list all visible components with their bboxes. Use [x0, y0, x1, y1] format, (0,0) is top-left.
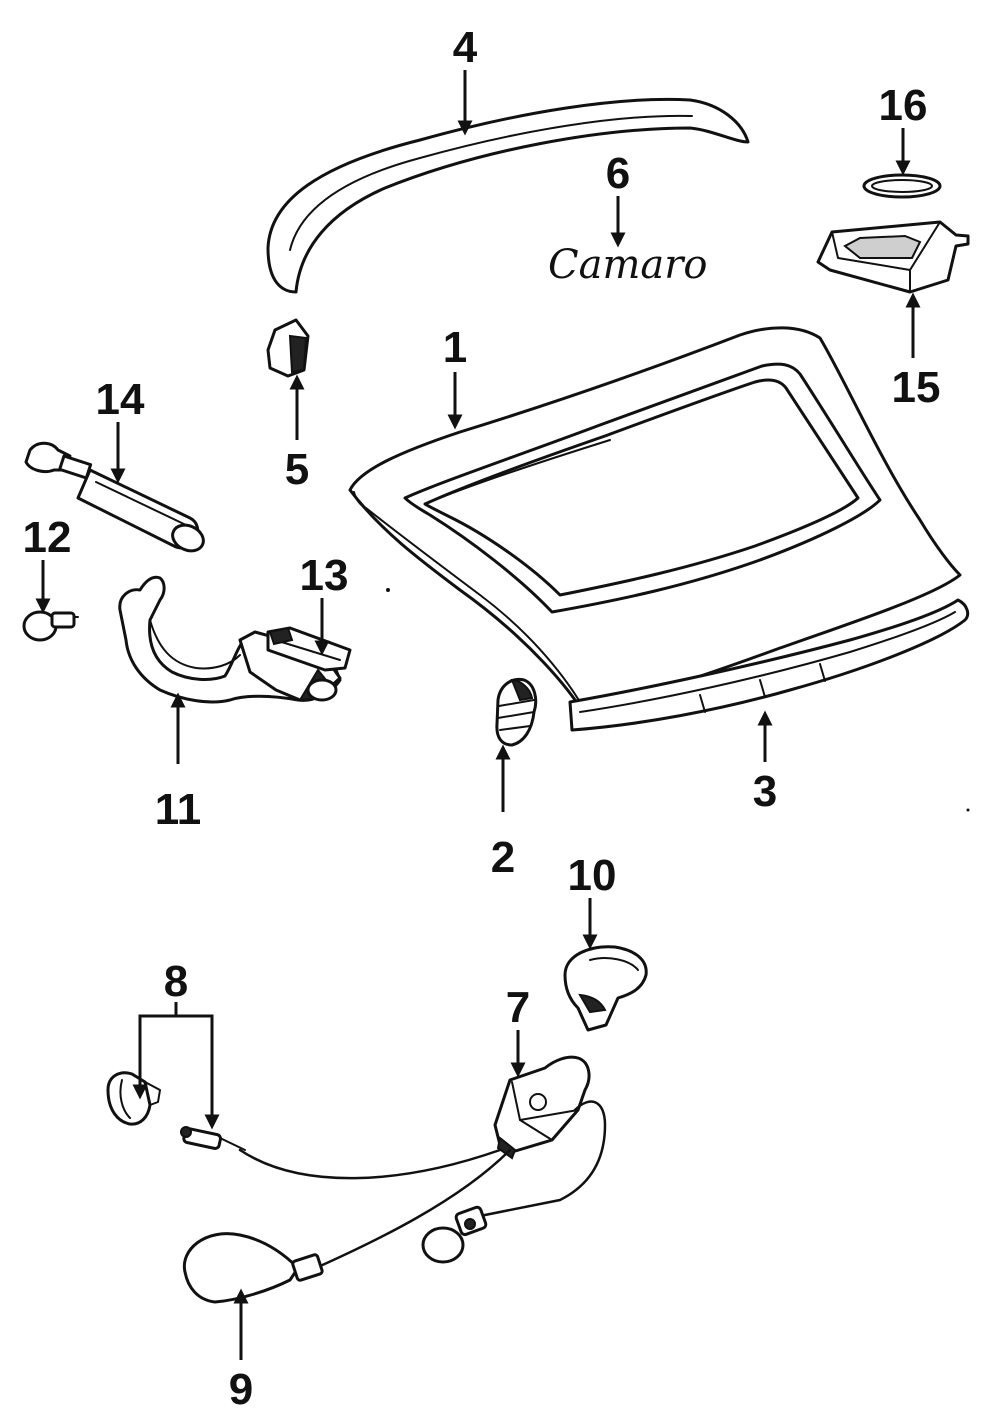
part-7-latch[interactable]: [493, 1055, 591, 1160]
part-1-liftgate[interactable]: [348, 326, 962, 721]
callout-labels: 4 6 16 15 5 1 14 12 13 11 2 3 10 7 8 9: [23, 23, 941, 1414]
part-5-bracket[interactable]: [266, 318, 310, 378]
part-3-sill-panel[interactable]: [568, 598, 970, 732]
scan-dots: [386, 588, 970, 812]
part-2-bumper-stop[interactable]: [495, 677, 538, 747]
callout-1: 1: [443, 323, 467, 372]
leader-lines: [35, 70, 921, 1360]
callout-14: 14: [96, 375, 145, 424]
callout-12: 12: [23, 513, 72, 562]
cable-connector[interactable]: [421, 1205, 488, 1264]
callout-15: 15: [892, 363, 941, 412]
part-13-hinge-plate[interactable]: [266, 626, 352, 672]
callout-10: 10: [568, 851, 617, 900]
part-14-gas-strut[interactable]: [24, 441, 208, 555]
callout-6: 6: [606, 149, 630, 198]
callout-8: 8: [164, 957, 188, 1006]
part-4-spoiler[interactable]: [266, 97, 750, 294]
release-cables: [238, 1100, 607, 1277]
callout-9: 9: [229, 1365, 253, 1414]
emblem-script-text: Camaro: [548, 242, 707, 288]
callout-7: 7: [506, 983, 530, 1032]
callout-13: 13: [300, 551, 349, 600]
callout-2: 2: [491, 833, 515, 882]
part-15-lamp-housing[interactable]: [816, 220, 970, 294]
part-10-handle-cover[interactable]: [563, 945, 648, 1032]
part-9-pull-handle[interactable]: [182, 1232, 324, 1304]
part-8-pin[interactable]: [180, 1126, 246, 1151]
callout-5: 5: [285, 445, 309, 494]
callout-4: 4: [453, 23, 478, 72]
part-8-striker[interactable]: [106, 1071, 161, 1126]
callout-3: 3: [753, 767, 777, 816]
part-6-emblem[interactable]: Camaro: [548, 242, 707, 288]
part-12-bolt[interactable]: [22, 610, 79, 642]
part-16-lamp-lens[interactable]: [862, 173, 942, 199]
callout-11: 11: [155, 785, 202, 834]
callout-16: 16: [879, 81, 928, 130]
